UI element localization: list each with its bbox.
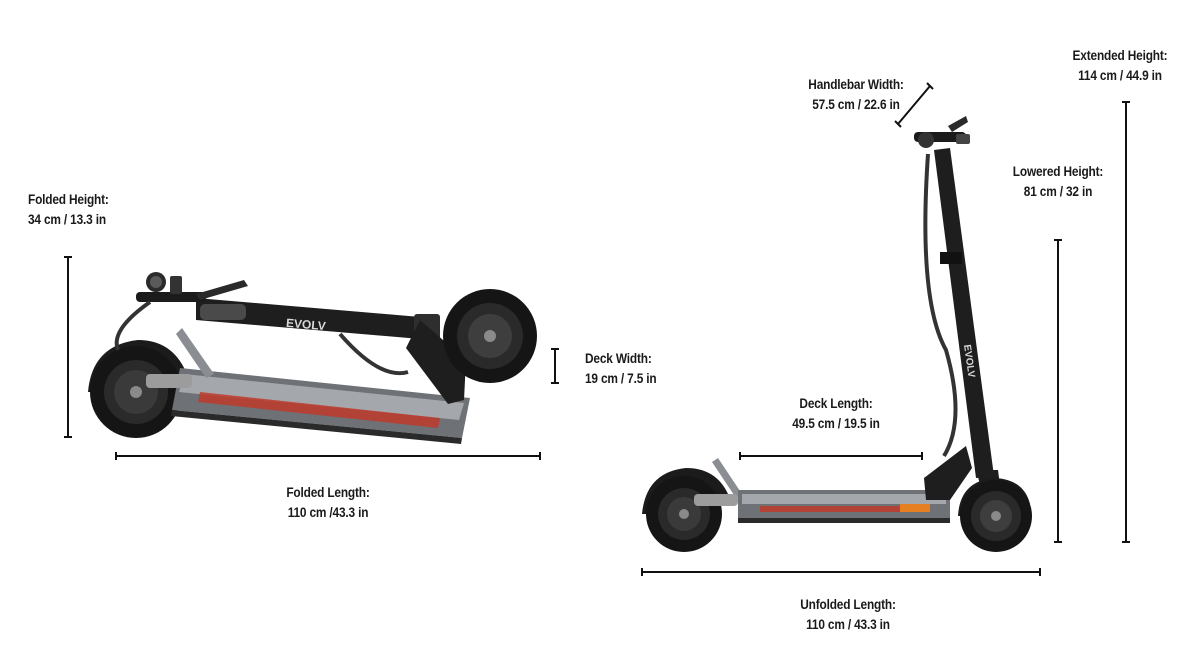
unfolded-length-title: Unfolded Length:	[800, 597, 896, 612]
label-folded-length: Folded Length: 110 cm /43.3 in	[240, 483, 416, 523]
unfolded-deck	[738, 490, 950, 523]
folded-brand-logo: EVOLV	[285, 316, 326, 333]
dimension-line-lowered-height	[1054, 239, 1062, 543]
folded-height-value: 34 cm / 13.3 in	[28, 212, 106, 227]
label-unfolded-length: Unfolded Length: 110 cm / 43.3 in	[760, 595, 936, 635]
folded-scooter: EVOLV	[88, 272, 537, 444]
extended-height-value: 114 cm / 44.9 in	[1078, 68, 1162, 83]
unfolded-rear-plate	[712, 458, 742, 498]
unfolded-rear-wheel	[646, 476, 722, 552]
unfolded-stem	[934, 148, 994, 478]
dimension-line-deck-width	[551, 348, 559, 384]
dimension-line-folded-height	[64, 256, 72, 438]
folded-cable	[114, 300, 152, 351]
unfolded-rear-suspension	[694, 494, 738, 506]
label-handlebar-width: Handlebar Width: 57.5 cm / 22.6 in	[768, 75, 944, 115]
dimension-line-unfolded-length	[641, 568, 1041, 576]
folded-deck	[171, 368, 470, 444]
folded-front-wheel	[443, 289, 537, 383]
label-extended-height: Extended Height: 114 cm / 44.9 in	[1050, 46, 1191, 86]
lowered-height-value: 81 cm / 32 in	[1023, 184, 1093, 199]
folded-rear-plate	[176, 328, 214, 378]
unfolded-brand-logo: EVOLV	[961, 344, 977, 379]
folded-front-fork	[406, 320, 466, 404]
unfolded-front-wheel	[960, 480, 1032, 552]
label-deck-width: Deck Width: 19 cm / 7.5 in	[585, 349, 657, 389]
handlebar-width-title: Handlebar Width:	[808, 77, 904, 92]
deck-width-title: Deck Width:	[585, 351, 652, 366]
label-lowered-height: Lowered Height: 81 cm / 32 in	[988, 162, 1129, 202]
lowered-height-title: Lowered Height:	[1012, 164, 1104, 179]
unfolded-handlebar	[914, 116, 970, 148]
deck-width-value: 19 cm / 7.5 in	[585, 371, 657, 386]
dimension-line-extended-height	[1122, 101, 1130, 543]
folded-length-value: 110 cm /43.3 in	[287, 505, 369, 520]
unfolded-cable	[923, 153, 958, 458]
handlebar-width-value: 57.5 cm / 22.6 in	[812, 97, 900, 112]
folded-handlebar	[136, 272, 248, 302]
label-folded-height: Folded Height: 34 cm / 13.3 in	[28, 190, 109, 230]
dimension-line-folded-length	[115, 452, 541, 460]
folded-height-title: Folded Height:	[28, 192, 109, 207]
unfolded-length-value: 110 cm / 43.3 in	[806, 617, 890, 632]
folded-cable-front	[338, 332, 409, 376]
dimension-lines	[64, 82, 1130, 576]
folded-length-title: Folded Length:	[286, 485, 370, 500]
deck-length-title: Deck Length:	[799, 396, 873, 411]
unfolded-scooter: EVOLV	[642, 116, 1032, 552]
deck-length-value: 49.5 cm / 19.5 in	[792, 416, 880, 431]
unfolded-rear-fender	[642, 468, 728, 514]
dimension-line-handlebar-width	[894, 82, 934, 128]
extended-height-title: Extended Height:	[1072, 48, 1168, 63]
folded-rear-suspension	[146, 374, 192, 388]
dimension-line-deck-length	[739, 452, 923, 460]
label-deck-length: Deck Length: 49.5 cm / 19.5 in	[748, 394, 924, 434]
unfolded-fold-hinge	[924, 446, 972, 500]
folded-rear-wheel	[90, 346, 182, 438]
